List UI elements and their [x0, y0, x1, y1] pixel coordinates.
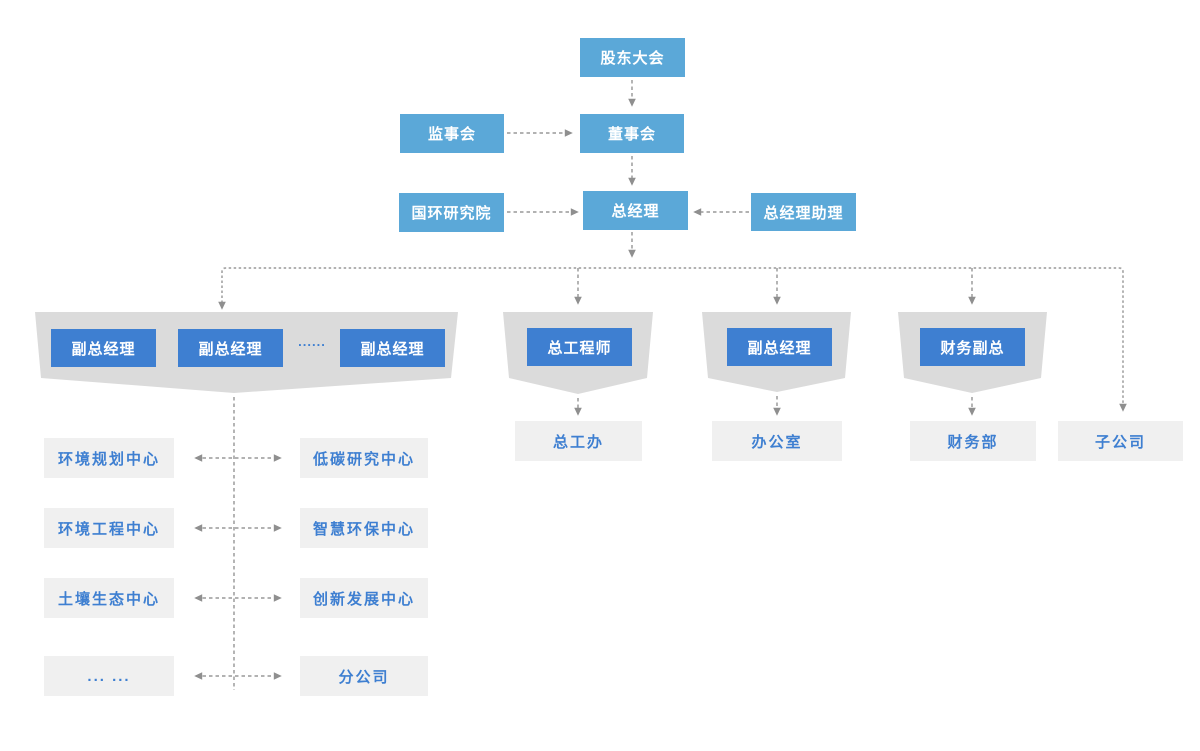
node-dept-right-3: 分公司: [300, 656, 428, 696]
node-chief-engineer: 总工程师: [527, 328, 632, 366]
node-subsidiary: 子公司: [1058, 421, 1183, 461]
node-deputy-gm-2: 副总经理: [178, 329, 283, 367]
node-dept-left-3: ... ...: [44, 656, 174, 696]
deputy-gm-ellipsis: ......: [298, 334, 326, 349]
node-deputy-gm-single: 副总经理: [727, 328, 832, 366]
node-shareholders: 股东大会: [580, 38, 685, 77]
node-research-institute: 国环研究院: [399, 193, 504, 232]
node-dept-left-0: 环境规划中心: [44, 438, 174, 478]
node-dept-left-1: 环境工程中心: [44, 508, 174, 548]
node-dept-right-1: 智慧环保中心: [300, 508, 428, 548]
node-general-manager: 总经理: [583, 191, 688, 230]
node-gm-assistant: 总经理助理: [751, 193, 856, 231]
node-deputy-gm-1: 副总经理: [51, 329, 156, 367]
dashed-lines: [194, 80, 1127, 690]
node-finance-dept: 财务部: [910, 421, 1036, 461]
node-deputy-gm-3: 副总经理: [340, 329, 445, 367]
node-chief-engineer-office: 总工办: [515, 421, 642, 461]
node-finance-deputy: 财务副总: [920, 328, 1025, 366]
node-dept-right-0: 低碳研究中心: [300, 438, 428, 478]
node-supervisory-board: 监事会: [400, 114, 504, 153]
node-dept-left-2: 土壤生态中心: [44, 578, 174, 618]
node-board-of-directors: 董事会: [580, 114, 684, 153]
node-general-office: 办公室: [712, 421, 842, 461]
node-dept-right-2: 创新发展中心: [300, 578, 428, 618]
